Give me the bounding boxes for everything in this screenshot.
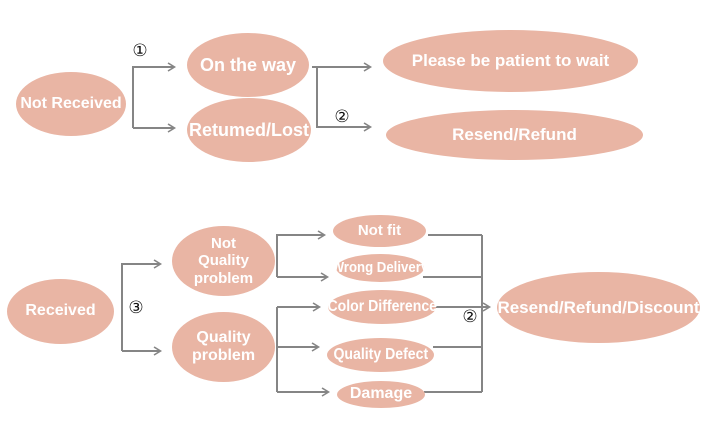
node-quality-problem-label: Quality problem bbox=[191, 328, 256, 364]
node-not-quality-problem-label: Not Quality problem bbox=[193, 235, 254, 287]
node-on-the-way: On the way bbox=[187, 33, 309, 97]
node-damage-label: Damage bbox=[349, 385, 413, 403]
connector-not-quality-to-not-fit bbox=[276, 235, 324, 277]
node-quality-defect: Quality Defect bbox=[327, 338, 434, 372]
connector-not-received-to-on-the-way bbox=[132, 67, 174, 128]
connector-on-the-way-to-resend-refund bbox=[316, 67, 370, 127]
step-1-badge: ① bbox=[132, 41, 148, 60]
node-resend-refund-discount-label: Resend/Refund/Discount bbox=[497, 297, 700, 317]
node-received: Received bbox=[7, 279, 114, 344]
node-color-difference-label: Color Difference bbox=[327, 297, 437, 315]
node-returned-lost-label: Retumed/Lost bbox=[188, 119, 309, 140]
node-resend-refund-label: Resend/Refund bbox=[452, 125, 577, 145]
node-quality-problem: Quality problem bbox=[172, 312, 275, 382]
node-not-quality-problem: Not Quality problem bbox=[172, 226, 275, 296]
node-not-received: Not Received bbox=[16, 72, 126, 136]
node-wrong-delivery-label: Wrong Delivery bbox=[331, 259, 429, 277]
node-not-received-label: Not Received bbox=[20, 94, 122, 112]
node-resend-refund-discount: Resend/Refund/Discount bbox=[497, 272, 700, 343]
step-2-badge-top: ② bbox=[334, 107, 350, 126]
node-on-the-way-label: On the way bbox=[199, 54, 297, 75]
step-2-badge-bottom: ② bbox=[462, 307, 478, 326]
node-resend-refund: Resend/Refund bbox=[386, 110, 643, 160]
node-quality-defect-label: Quality Defect bbox=[333, 345, 428, 363]
node-color-difference: Color Difference bbox=[327, 290, 437, 324]
node-wrong-delivery: Wrong Delivery bbox=[332, 254, 428, 282]
connector-received-to-not-quality-problem bbox=[121, 264, 160, 351]
node-please-be-patient-label: Please be patient to wait bbox=[411, 51, 610, 71]
node-damage: Damage bbox=[337, 381, 425, 408]
node-received-label: Received bbox=[25, 302, 96, 320]
node-not-fit: Not fit bbox=[333, 215, 426, 247]
node-returned-lost: Retumed/Lost bbox=[187, 98, 311, 162]
node-please-be-patient: Please be patient to wait bbox=[383, 30, 638, 92]
node-not-fit-label: Not fit bbox=[357, 222, 402, 240]
step-3-badge: ③ bbox=[128, 298, 144, 317]
